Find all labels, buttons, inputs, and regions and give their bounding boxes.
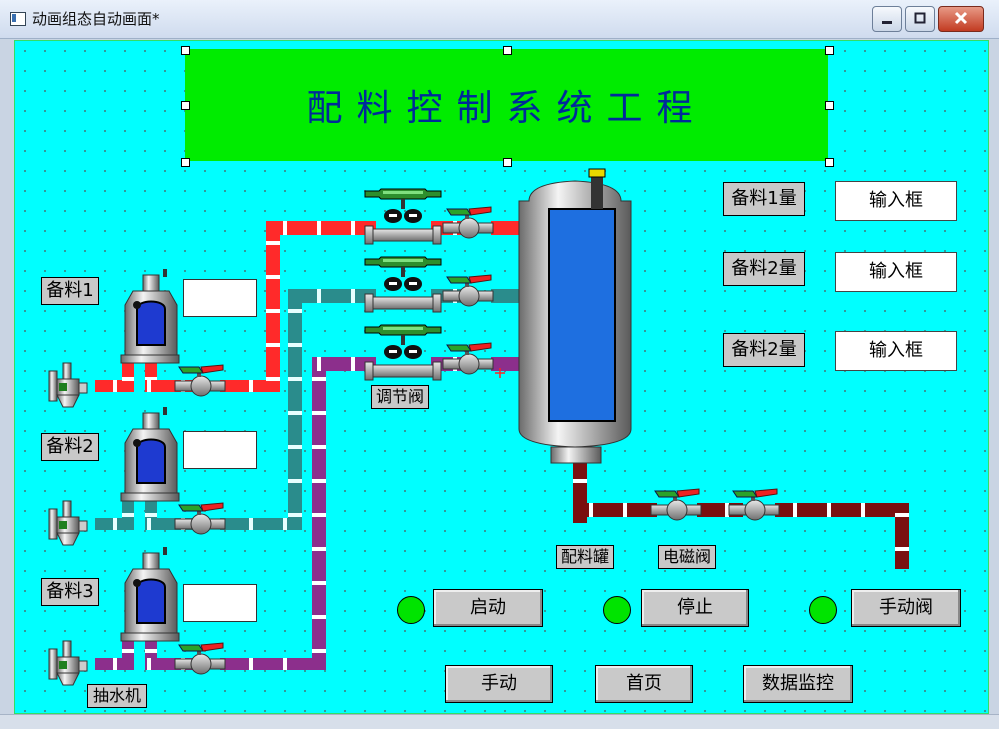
setting-2-label: 备料2量 [723, 252, 805, 286]
material-2-label: 备料2 [41, 433, 99, 461]
material-2-value-box[interactable] [183, 431, 257, 469]
cursor-marker [495, 368, 505, 378]
solenoid-valve-label: 电磁阀 [658, 545, 716, 569]
selection-handle[interactable] [503, 46, 512, 55]
minimize-icon [882, 21, 892, 24]
start-button[interactable]: 启动 [433, 589, 543, 627]
setting-2-input[interactable]: 输入框 [835, 252, 957, 292]
stop-button[interactable]: 停止 [641, 589, 749, 627]
maximize-icon [914, 12, 926, 24]
start-indicator-lamp [397, 596, 425, 624]
setting-3-label: 备料2量 [723, 333, 805, 367]
hmi-canvas: 配料控制系统工程 备料1 备料2 备料3 调节阀 配料罐 电磁阀 抽水机 备料1… [14, 40, 989, 714]
title-banner: 配料控制系统工程 [185, 49, 828, 161]
mixing-tank [518, 168, 632, 464]
maximize-button[interactable] [905, 6, 935, 32]
window-bottom-border [0, 714, 999, 729]
mixing-tank-label: 配料罐 [556, 545, 614, 569]
stop-indicator-lamp [603, 596, 631, 624]
close-icon [954, 11, 968, 25]
material-1-value-box[interactable] [183, 279, 257, 317]
pump-label: 抽水机 [87, 684, 147, 708]
selection-handle[interactable] [503, 158, 512, 167]
home-button[interactable]: 首页 [595, 665, 693, 703]
setting-1-label: 备料1量 [723, 182, 805, 216]
material-3-label: 备料3 [41, 578, 99, 606]
setting-3-input[interactable]: 输入框 [835, 331, 957, 371]
window-title: 动画组态自动画面* [32, 10, 160, 28]
close-button[interactable] [938, 6, 984, 32]
selection-handle[interactable] [825, 46, 834, 55]
manual-valve-indicator-lamp [809, 596, 837, 624]
selection-handle[interactable] [825, 101, 834, 110]
process-diagram [48, 168, 909, 686]
manual-valve-button[interactable]: 手动阀 [851, 589, 961, 627]
selection-handle[interactable] [825, 158, 834, 167]
selection-handle[interactable] [181, 46, 190, 55]
banner-title: 配料控制系统工程 [306, 88, 707, 129]
manual-button[interactable]: 手动 [445, 665, 553, 703]
window-titlebar: 动画组态自动画面* [0, 0, 999, 39]
app-icon [10, 12, 26, 26]
material-1-label: 备料1 [41, 277, 99, 305]
minimize-button[interactable] [872, 6, 902, 32]
material-3-value-box[interactable] [183, 584, 257, 622]
regulating-valve-label: 调节阀 [371, 385, 429, 409]
selection-handle[interactable] [181, 158, 190, 167]
data-monitor-button[interactable]: 数据监控 [743, 665, 853, 703]
selection-handle[interactable] [181, 101, 190, 110]
setting-1-input[interactable]: 输入框 [835, 181, 957, 221]
